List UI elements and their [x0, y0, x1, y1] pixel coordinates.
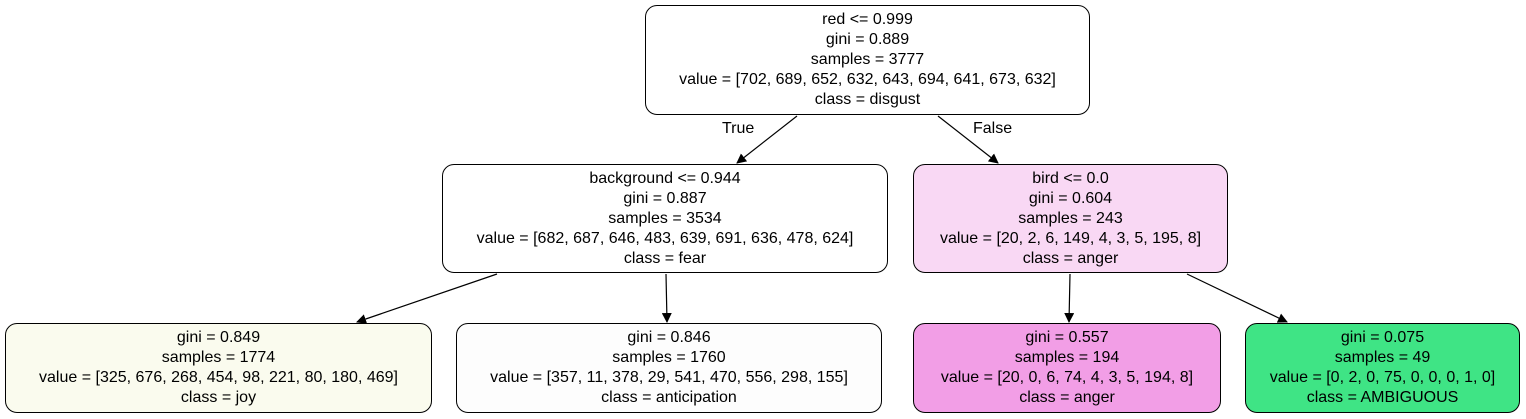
node-gini: gini = 0.846 [627, 329, 711, 346]
node-class: class = fear [623, 249, 707, 267]
node-samples: samples = 1774 [161, 349, 276, 366]
node-samples: samples = 243 [1018, 209, 1123, 227]
node-samples: samples = 1760 [612, 349, 726, 366]
node-class: class = anger [1019, 389, 1115, 406]
node-value: value = [0, 2, 0, 75, 0, 0, 0, 1, 0] [1269, 369, 1496, 386]
edge-right-rightright [1186, 273, 1288, 323]
tree-node-right: bird <= 0.0 gini = 0.604 samples = 243 v… [913, 164, 1228, 273]
node-value: value = [702, 689, 652, 632, 643, 694, 6… [679, 71, 1056, 88]
edge-label-false: False [973, 120, 1013, 137]
node-gini: gini = 0.889 [825, 31, 910, 48]
node-class: class = joy [180, 389, 257, 406]
edge-right-rightleft [1064, 273, 1075, 323]
node-split-condition: red <= 0.999 [822, 11, 913, 28]
node-samples: samples = 3534 [608, 209, 722, 227]
tree-leaf-right-left: gini = 0.557 samples = 194 value = [20, … [913, 323, 1221, 413]
node-gini: gini = 0.849 [176, 329, 261, 346]
tree-leaf-left-left: gini = 0.849 samples = 1774 value = [325… [5, 323, 432, 413]
node-value: value = [357, 11, 378, 29, 541, 470, 556… [490, 369, 848, 386]
tree-node-left: background <= 0.944 gini = 0.887 samples… [442, 164, 888, 273]
node-gini: gini = 0.887 [623, 189, 707, 207]
node-value: value = [20, 0, 6, 74, 4, 3, 5, 194, 8] [940, 369, 1194, 386]
edge-root-right [937, 115, 999, 164]
tree-node-root: red <= 0.999 gini = 0.889 samples = 3777… [645, 5, 1090, 115]
node-split-condition: bird <= 0.0 [1032, 169, 1109, 187]
node-class: class = anticipation [601, 389, 737, 406]
node-class: class = anger [1022, 249, 1119, 267]
node-gini: gini = 0.557 [1025, 329, 1109, 346]
edge-left-leftleft [356, 273, 498, 324]
tree-leaf-right-right: gini = 0.075 samples = 49 value = [0, 2,… [1245, 323, 1520, 413]
edge-root-left [736, 115, 798, 164]
node-class: class = AMBIGUOUS [1306, 389, 1459, 406]
node-gini: gini = 0.604 [1028, 189, 1113, 207]
node-gini: gini = 0.075 [1340, 329, 1425, 346]
edge-left-leftright [661, 273, 672, 323]
node-class: class = disgust [814, 91, 921, 108]
node-samples: samples = 3777 [810, 51, 925, 68]
node-split-condition: background <= 0.944 [589, 169, 741, 187]
node-samples: samples = 194 [1014, 349, 1120, 366]
node-value: value = [20, 2, 6, 149, 4, 3, 5, 195, 8] [939, 229, 1202, 247]
node-samples: samples = 49 [1334, 349, 1431, 366]
node-value: value = [682, 687, 646, 483, 639, 691, 6… [476, 229, 854, 247]
tree-leaf-left-right: gini = 0.846 samples = 1760 value = [357… [456, 323, 882, 413]
node-value: value = [325, 676, 268, 454, 98, 221, 80… [39, 369, 398, 386]
edge-label-true: True [722, 120, 755, 137]
